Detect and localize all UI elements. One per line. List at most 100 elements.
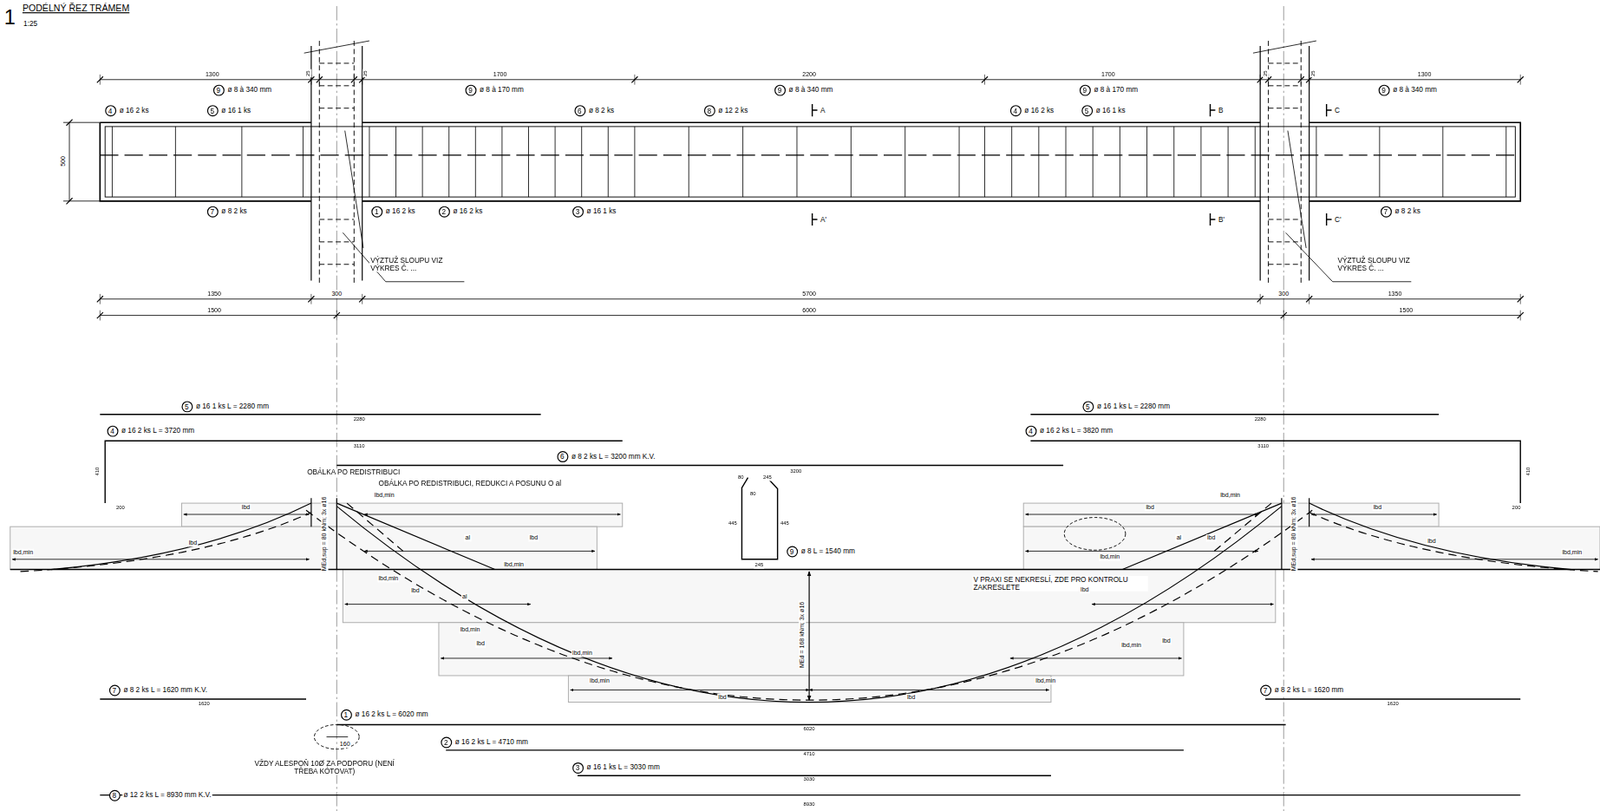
anchorage-label: lbd	[1079, 586, 1091, 594]
rebar-spec: ø 16 1 ks L = 2280 mm	[195, 402, 271, 411]
callout-number: 4	[1012, 106, 1018, 114]
beam-outline	[1308, 45, 1310, 281]
section-marker: C	[1333, 106, 1341, 115]
moment-diagram	[1309, 512, 1599, 572]
moment-diagram	[311, 497, 1310, 569]
callout-number: 5	[184, 402, 190, 410]
moment-diagram	[570, 689, 810, 691]
dimension-text: 25	[305, 69, 311, 78]
dimension-tick	[1308, 74, 1310, 85]
dimension-tick	[65, 119, 72, 126]
callout-number: 1	[344, 711, 349, 719]
dimension-tick	[1260, 74, 1261, 85]
moment-diagram	[336, 506, 1282, 703]
stirrup-line	[1505, 126, 1507, 197]
moment-band	[10, 526, 598, 569]
dimension-text: 8930	[802, 801, 816, 807]
callout-circle: 9	[773, 84, 785, 96]
rebar-spec: ø 16 2 ks L = 4710 mm	[454, 737, 530, 746]
rebar-schedule	[104, 440, 1521, 503]
stirrup-line	[959, 126, 960, 197]
beam-outline	[319, 63, 1301, 265]
anchorage-label: lbd,min	[1120, 641, 1143, 649]
callout-number: 7	[209, 207, 215, 215]
callout-number: 3	[575, 764, 581, 771]
anchorage-label: lbd,min	[377, 574, 399, 582]
callout-circle: 8	[703, 104, 715, 117]
rebar-spec: ø 8 2 ks	[220, 207, 249, 216]
anchorage-label: lbd,min	[1560, 548, 1583, 556]
dimension-tick	[336, 310, 338, 321]
stirrup-line	[1227, 126, 1229, 197]
callout-circle: 7	[108, 684, 120, 696]
dimension-text: 6000	[801, 306, 817, 314]
anchorage-label: lbd,min	[1034, 677, 1057, 685]
moment-diagram	[364, 550, 595, 552]
callout-circle: 7	[1379, 205, 1392, 217]
moment-diagram	[183, 514, 310, 516]
moment-diagram	[10, 568, 1600, 570]
moment-band	[568, 675, 1052, 703]
beam-outline	[353, 40, 355, 286]
beam-outline	[99, 154, 1521, 156]
moment-diagram	[1064, 517, 1126, 551]
annotation-text: 1:25	[22, 19, 39, 28]
dimension-text: 80	[749, 490, 758, 497]
dimension-tick	[65, 197, 72, 204]
anchorage-label: lbd,min	[1098, 554, 1121, 562]
dimension-text: 1700	[1100, 71, 1117, 79]
moment-diagram	[1025, 550, 1259, 552]
dimension-tick	[1520, 74, 1522, 85]
anchorage-label: lbd	[1206, 534, 1217, 542]
stirrup-line	[111, 126, 113, 197]
moment-diagram	[1025, 514, 1259, 516]
dimension-text: 3110	[1256, 443, 1270, 449]
section-marker: C'	[1333, 215, 1343, 223]
callout-number: 4	[110, 426, 115, 434]
callout-number: 9	[1082, 85, 1087, 93]
rebar-spec: ø 8 à 340 mm	[787, 85, 834, 94]
rebar-spec: ø 8 à 340 mm	[1391, 85, 1438, 94]
rebar-spec: ø 8 2 ks L = 3200 mm K.V.	[570, 451, 657, 460]
beam-outline	[304, 40, 370, 53]
rebar-spec: ø 12 2 ks	[717, 106, 749, 115]
stirrup-line	[581, 126, 582, 197]
callout-number: 7	[1263, 685, 1268, 693]
callout-number: 5	[1084, 106, 1090, 114]
callout-circle: 2	[437, 205, 450, 217]
dimension-text: 5700	[801, 290, 817, 298]
dimension-text: 1	[3, 6, 17, 29]
anchorage-label: lbd,min	[502, 561, 525, 569]
dimension-text: 200	[1510, 505, 1522, 511]
stirrup-line	[475, 126, 477, 197]
stirrup-line	[1038, 126, 1039, 197]
dimension-text: 1620	[1385, 701, 1399, 707]
anchorage-label: al	[1175, 534, 1183, 542]
annotation-text: VŽDY ALESPOŇ 10Ø ZA PODPORU (NENÍ TŘEBA …	[247, 759, 403, 776]
rebar-spec: ø 16 1 ks	[220, 106, 252, 115]
stirrup-line	[1173, 126, 1175, 197]
beam-outline	[63, 40, 1524, 320]
moment-diagram	[364, 514, 621, 516]
beam-outline	[1253, 40, 1317, 53]
moment-band	[438, 622, 1184, 676]
moment-band	[1023, 502, 1439, 527]
anchorage-label: lbd	[410, 587, 421, 595]
callout-number: 9	[216, 85, 222, 93]
stirrup-line	[688, 126, 690, 197]
rebar-spec: ø 16 2 ks L = 6020 mm	[353, 710, 430, 719]
rebar-spec: ø 16 2 ks	[1023, 106, 1055, 115]
callout-number: 9	[790, 547, 795, 555]
dimension-text: 160	[339, 740, 352, 748]
dimension-tick	[353, 74, 355, 85]
dimension-tick	[1308, 293, 1310, 305]
callout-circle: 8	[108, 789, 120, 801]
callout-circle: 9	[1078, 84, 1091, 96]
moment-label: MEd,sup = 80 kNm; 3x ø16	[1290, 495, 1298, 572]
stirrup-line	[501, 126, 503, 197]
rebar-spec: ø 8 2 ks	[1393, 207, 1422, 216]
dimension-text: 2200	[801, 71, 817, 79]
beam-outline	[104, 126, 1516, 197]
anchorage-label: lbd	[906, 693, 917, 701]
